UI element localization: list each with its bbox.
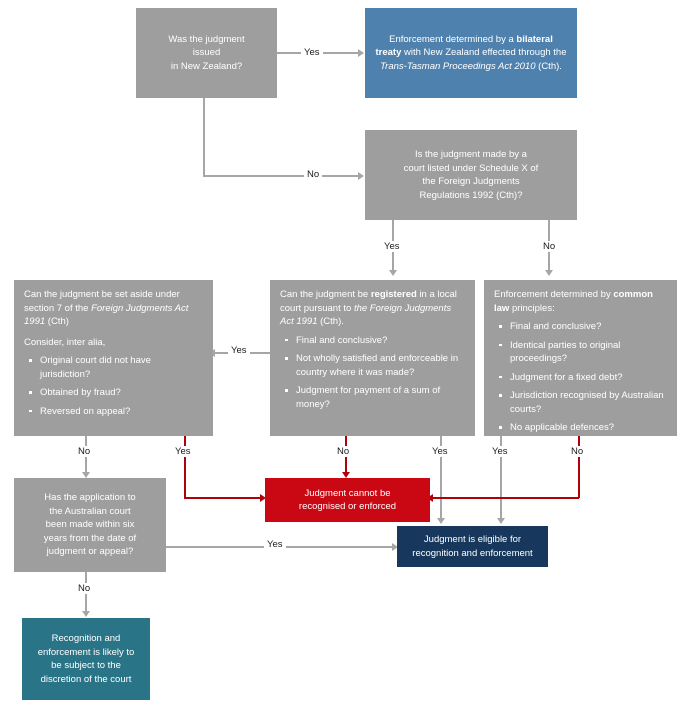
edge-registered-no-arrow	[342, 472, 350, 478]
edge-commonlaw-no-hline	[432, 497, 579, 499]
edge-nz-no-hline	[203, 175, 360, 177]
node-set-aside-bullets: Original court did not have jurisdiction…	[24, 354, 203, 418]
list-item: Jurisdiction recognised by Australian co…	[499, 389, 667, 416]
node-schedule-x-line3: the Foreign Judgments	[422, 176, 520, 187]
edge-label-sixyears-no: No	[75, 583, 94, 594]
node-bilateral-treaty-t5: (Cth).	[535, 60, 562, 72]
node-six-years-line5: judgment or appeal?	[46, 546, 134, 558]
list-item: Judgment for payment of a sum of money?	[285, 384, 465, 411]
edge-label-registered-no: No	[334, 446, 353, 457]
node-schedule-x-line4: Regulations 1992 (Cth)?	[419, 189, 523, 201]
list-item: Obtained by fraud?	[29, 386, 203, 400]
node-registered-bullets: Final and conclusive? Not wholly satisfi…	[280, 334, 465, 412]
node-set-aside-question[interactable]: Can the judgment be set aside under sect…	[14, 280, 213, 436]
node-cannot-enforce[interactable]: Judgment cannot be recognised or enforce…	[265, 478, 430, 522]
edge-setaside-yes-arrow	[260, 494, 266, 502]
node-common-law-t1: Enforcement determined by	[494, 289, 614, 300]
node-common-law-bullets: Final and conclusive? Identical parties …	[494, 320, 667, 435]
node-six-years-line1: Has the application to	[44, 492, 136, 504]
edge-label-schedule-yes: Yes	[381, 241, 403, 252]
node-nz-question-line3: in New Zealand?	[170, 60, 243, 72]
node-bilateral-treaty-t4: Trans-Tasman Proceedings Act 2010	[380, 60, 536, 72]
node-bilateral-treaty-t1: Enforcement determined by a	[389, 33, 517, 45]
node-set-aside-t2: Foreign Judgments Act 1991	[24, 302, 189, 328]
edge-setaside-yes-hline	[184, 497, 262, 499]
node-registered-t1: Can the judgment be	[280, 289, 371, 300]
list-item: Judgment for a fixed debt?	[499, 371, 667, 385]
node-six-years-line2: the Australian court	[49, 505, 131, 517]
node-schedule-x-line1: Is the judgment made by a	[415, 149, 527, 160]
edge-sixyears-yes-arrow	[392, 543, 398, 551]
node-nz-question-line2: issued	[192, 47, 221, 59]
list-item: Final and conclusive?	[285, 334, 465, 348]
edge-label-commonlaw-yes: Yes	[489, 446, 511, 457]
edge-label-registered-yes: Yes	[429, 446, 451, 457]
edge-label-setaside-no: No	[75, 446, 94, 457]
list-item: Original court did not have jurisdiction…	[29, 354, 203, 381]
node-common-law[interactable]: Enforcement determined by common law pri…	[484, 280, 677, 436]
node-set-aside-t3: (Cth)	[45, 316, 69, 327]
node-discretion-line3: be subject to the	[51, 660, 121, 671]
node-six-years-line4: years from the date of	[43, 532, 137, 544]
node-registered-t4: the Foreign Judgments Act 1991	[280, 302, 452, 328]
edge-label-sixyears-yes: Yes	[264, 539, 286, 550]
node-cannot-enforce-line1: Judgment cannot be	[304, 487, 391, 499]
node-registered-question[interactable]: Can the judgment be registered in a loca…	[270, 280, 475, 436]
edge-label-setaside-yes: Yes	[172, 446, 194, 457]
edge-nz-no-vline	[203, 98, 205, 176]
edge-schedule-yes-arrow	[389, 270, 397, 276]
list-item: No applicable defences?	[499, 421, 667, 435]
node-eligible[interactable]: Judgment is eligible for recognition and…	[397, 526, 548, 567]
node-discretion-line4: discretion of the court	[40, 673, 132, 685]
node-nz-question-line1: Was the judgment	[168, 33, 245, 45]
node-cannot-enforce-line2: recognised or enforced	[298, 501, 397, 512]
node-court-discretion[interactable]: Recognition and enforcement is likely to…	[22, 618, 150, 700]
node-nz-question[interactable]: Was the judgment issued in New Zealand?	[136, 8, 277, 98]
edge-label-commonlaw-no: No	[568, 446, 587, 457]
node-bilateral-treaty-t2: bilateral treaty	[375, 33, 553, 59]
edge-label-nz-yes: Yes	[301, 47, 323, 58]
edge-setaside-yes-vline	[184, 436, 186, 498]
node-registered-t5: (Cth).	[317, 316, 344, 327]
edge-sixyears-no-arrow	[82, 611, 90, 617]
node-bilateral-treaty-t3: with New Zealand effected through the	[401, 47, 567, 59]
node-schedule-x-question[interactable]: Is the judgment made by a court listed u…	[365, 130, 577, 220]
list-item: Reversed on appeal?	[29, 405, 203, 419]
node-schedule-x-line2: court listed under Schedule X of	[403, 162, 539, 174]
edge-label-registered-to-setaside-yes: Yes	[228, 345, 250, 356]
edge-nz-yes-arrow	[358, 49, 364, 57]
edge-nz-no-arrow	[358, 172, 364, 180]
edge-setaside-no-arrow	[82, 472, 90, 478]
node-discretion-line1: Recognition and	[51, 633, 121, 644]
node-common-law-t2: common law	[494, 289, 653, 314]
node-eligible-line2: recognition and enforcement	[412, 547, 533, 559]
list-item: Identical parties to original proceeding…	[499, 339, 667, 366]
edge-label-nz-no: No	[304, 169, 323, 180]
node-discretion-line2: enforcement is likely to	[37, 646, 135, 658]
node-common-law-t3: principles:	[509, 302, 555, 314]
node-set-aside-t4: Consider, inter alia,	[24, 336, 106, 348]
node-six-years-line3: been made within six	[45, 519, 135, 531]
node-registered-t2: registered	[370, 289, 417, 300]
edge-commonlaw-no-vline	[578, 436, 580, 498]
node-set-aside-t1: Can the judgment be set aside under sect…	[24, 289, 180, 314]
list-item: Final and conclusive?	[499, 320, 667, 334]
node-bilateral-treaty[interactable]: Enforcement determined by a bilateral tr…	[365, 8, 577, 98]
node-six-years-question[interactable]: Has the application to the Australian co…	[14, 478, 166, 572]
list-item: Not wholly satisfied and enforceable in …	[285, 352, 465, 379]
edge-schedule-no-arrow	[545, 270, 553, 276]
edge-label-schedule-no: No	[540, 241, 559, 252]
edge-registered-yes-vline	[440, 436, 442, 520]
edge-commonlaw-no-arrow	[427, 494, 433, 502]
edge-commonlaw-yes-arrow	[497, 518, 505, 524]
edge-commonlaw-yes-vline	[500, 436, 502, 520]
node-eligible-line1: Judgment is eligible for	[423, 534, 522, 545]
node-registered-t3: in a local court pursuant to	[280, 289, 457, 314]
edge-registered-yes-arrow	[437, 518, 445, 524]
